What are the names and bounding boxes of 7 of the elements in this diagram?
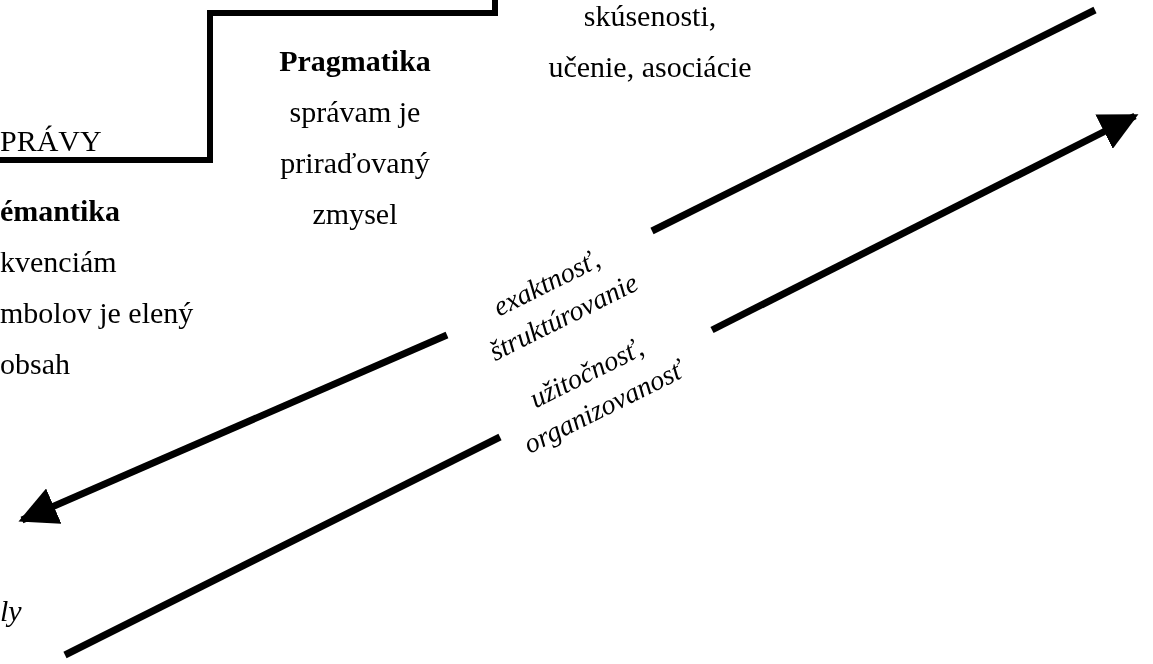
- body-text: skúsenosti, učenie, asociácie: [547, 0, 753, 85]
- body-text: kvenciám mbolov je elený obsah: [0, 244, 195, 382]
- body-text: správam je priraďovaný zmysel: [279, 94, 431, 232]
- heading-text: Pragmatika: [278, 43, 432, 79]
- heading-text: émantika: [0, 193, 121, 229]
- heading-text: PRÁVY: [0, 123, 103, 159]
- caption-text: ly: [0, 593, 23, 629]
